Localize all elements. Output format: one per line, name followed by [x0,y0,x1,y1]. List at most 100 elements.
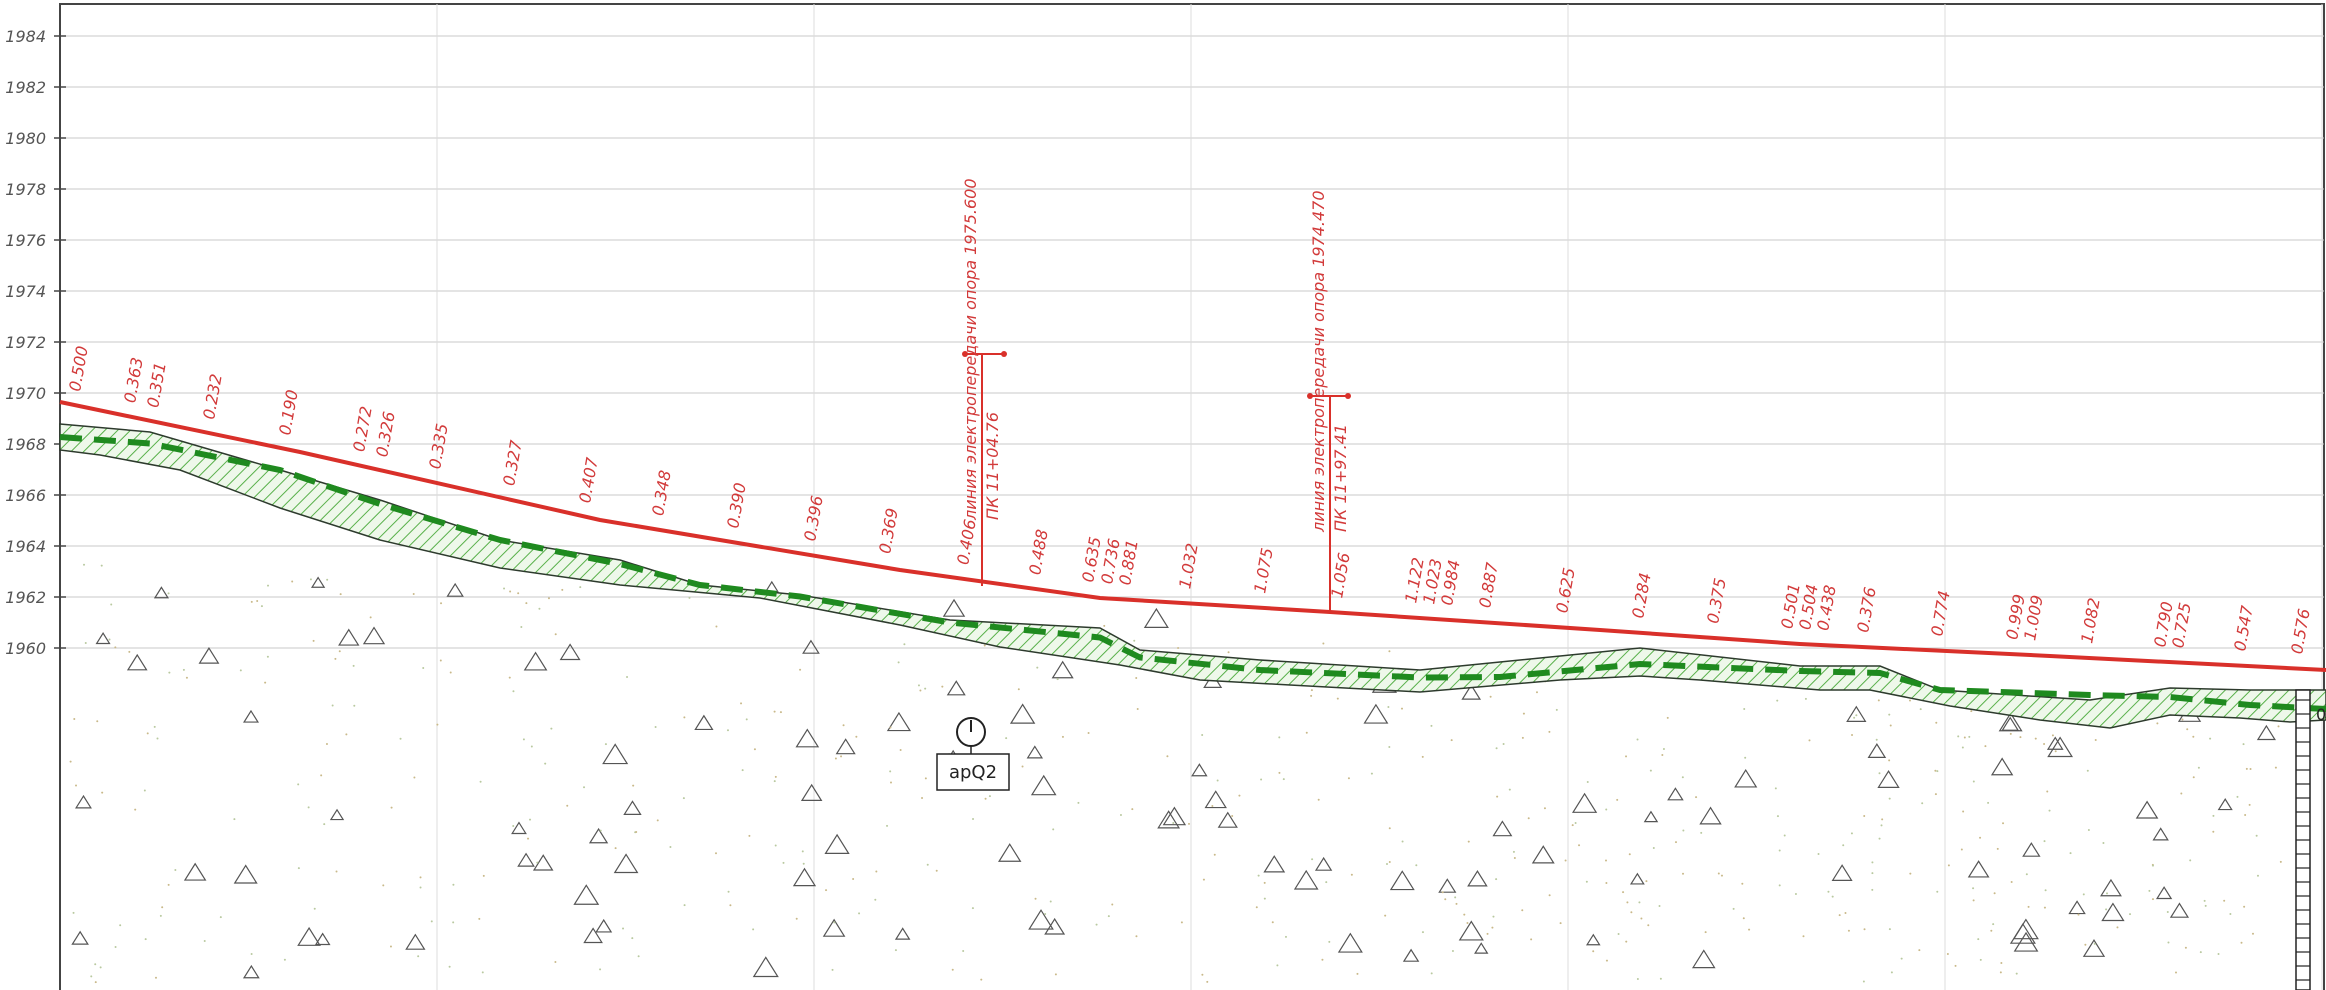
soil-dot [2010,881,2013,884]
soil-dot [1513,856,1516,859]
soil-dot [1984,745,1987,748]
soil-dot [1847,929,1850,932]
soil-dot [2274,766,2277,769]
soil-triangle-symbol [198,646,220,664]
soil-triangle-symbol [559,643,581,661]
soil-dot [1321,958,1324,961]
soil-dot [1972,780,1975,783]
soil-dot [2240,941,2243,944]
soil-dot [1430,972,1433,975]
elevation-tick-label: 1968 [5,435,46,454]
soil-dot [1201,733,1204,736]
soil-dot [1056,678,1059,681]
soil-dot [2192,735,2195,738]
depth-mark-label: 0.396 [800,494,827,542]
soil-triangle-symbol [1691,949,1716,969]
soil-dot [2087,829,2090,832]
soil-triangle-symbol [795,728,820,748]
soil-dot [1564,859,1567,862]
soil-dot [547,597,550,600]
soil-dot [2043,742,2046,745]
soil-triangle-symbol [1699,806,1722,825]
soil-dot [1347,777,1350,780]
soil-dot [2245,767,2248,770]
soil-dot [1616,798,1619,801]
soil-dot [1863,928,1866,931]
soil-dot [752,928,755,931]
soil-dot [2167,941,2170,944]
soil-dot [1400,707,1403,710]
soil-dot [1444,898,1447,901]
soil-triangle-symbol [1191,763,1208,777]
soil-dot [1732,907,1735,910]
soil-triangle-symbol [1162,806,1187,826]
soil-dot [889,770,892,773]
soil-dot [2248,803,2251,806]
soil-dot [119,924,122,927]
soil-dot [2156,722,2159,725]
soil-dot [325,743,328,746]
soil-dot [1748,928,1751,931]
soil-dot [1238,794,1241,797]
soil-dot [2199,951,2202,954]
soil-dot [369,616,372,619]
pylon-2-station: ПК 11+97.41 [1331,424,1350,532]
soil-triangle-symbol [126,653,148,671]
pylon-1-insulator [962,351,968,357]
soil-dot [1626,901,1629,904]
soil-dot [773,710,776,713]
soil-dot [1625,940,1628,943]
soil-dot [554,961,557,964]
depth-mark-label: 0.363 [120,356,147,404]
soil-dot [1992,923,1995,926]
soil-dot [875,870,878,873]
soil-dot [1682,829,1685,832]
soil-dot [941,685,944,688]
soil-dot [503,587,506,590]
soil-dot [682,797,685,800]
soil-dot [108,638,111,641]
soil-dot [951,968,954,971]
soil-dot [1681,776,1684,779]
soil-dot [2054,750,2057,753]
soil-texture [69,563,2282,984]
soil-triangle-symbol [792,867,817,887]
soil-dot [99,966,102,969]
soil-dot [1034,897,1037,900]
soil-triangle-symbol [1967,860,1990,878]
soil-dot [1187,822,1190,825]
soil-triangle-symbol [824,833,850,854]
soil-dot [919,689,922,692]
pylon-1-label: линия электропередачи опора 1975.600 [961,178,980,521]
soil-triangle-symbol [1667,787,1684,801]
soil-dot [517,592,520,595]
soil-dot [1328,940,1331,943]
soil-dot [1804,697,1807,700]
soil-dot [1278,736,1281,739]
soil-dot [1559,922,1562,925]
soil-triangle-symbol [752,956,779,978]
soil-dot [1888,713,1891,716]
soil-dot [741,769,744,772]
soil-dot [1216,779,1219,782]
soil-dot [1502,742,1505,745]
soil-dot [2181,718,2184,721]
soil-triangle-symbol [243,709,260,723]
soil-triangle-symbol [2101,902,2125,922]
soil-dot [1871,861,1874,864]
soil-dot [90,975,93,978]
soil-dot [1880,824,1883,827]
soil-dot [1305,731,1308,734]
soil-dot [1166,755,1169,758]
soil-dot [153,725,156,728]
soil-dot [83,563,86,566]
soil-dot [267,584,270,587]
soil-dot [75,784,78,787]
soil-dot [1853,716,1856,719]
soil-dot [525,602,528,605]
soil-dot [921,797,924,800]
soil-dot [1638,901,1641,904]
soil-dot [1908,699,1911,702]
soil-triangle-symbol [1990,757,2014,776]
depth-mark-label: 0.348 [648,469,675,517]
